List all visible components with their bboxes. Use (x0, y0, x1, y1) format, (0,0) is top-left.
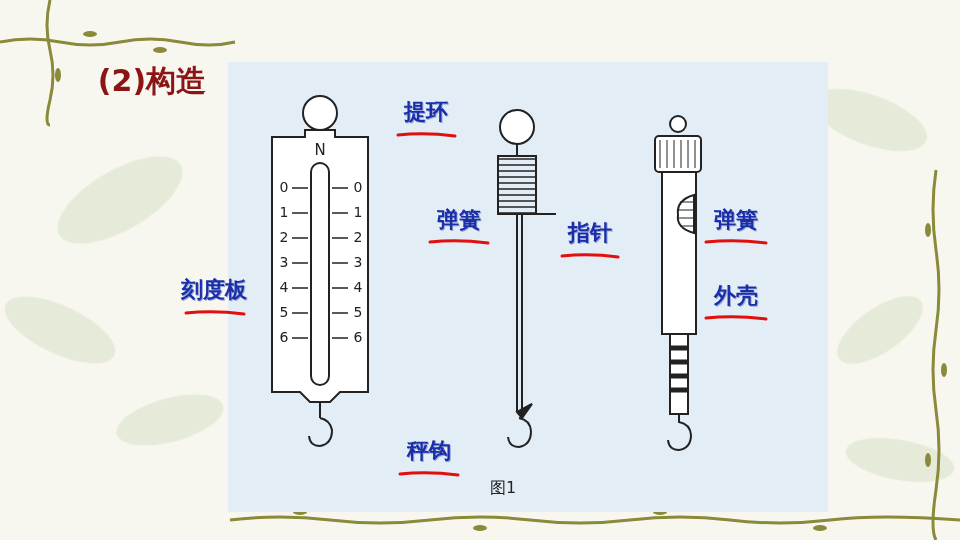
slide-title: (2)构造 (98, 64, 206, 97)
scale-number: 3 (280, 255, 289, 270)
scale-number: 0 (280, 180, 289, 195)
part-label: 弹簧 (437, 208, 481, 232)
part-label: 弹簧 (714, 208, 758, 232)
scale-number: 1 (280, 205, 289, 220)
scale-number: 2 (280, 230, 289, 245)
scale-number: 0 (354, 180, 363, 195)
scale-number: 4 (280, 280, 289, 295)
scale-number: 5 (354, 305, 363, 320)
figure-number: 图1 (490, 479, 516, 497)
spring-scale-1 (272, 96, 368, 446)
scale-number: 1 (354, 205, 363, 220)
scale-number: 6 (354, 330, 363, 345)
scale-number: 4 (354, 280, 363, 295)
part-label: 秤钩 (407, 439, 451, 463)
spring-scale-2 (498, 110, 556, 447)
part-label: 提环 (404, 100, 448, 124)
scale-number: 5 (280, 305, 289, 320)
vine-leaves (55, 31, 947, 531)
part-label: 外壳 (714, 284, 758, 308)
part-label: 指针 (568, 221, 612, 245)
scale-ticks (292, 188, 348, 338)
scale-number: 3 (354, 255, 363, 270)
spring-scale-3 (655, 116, 701, 450)
part-label: 刻度板 (181, 278, 247, 302)
unit-mark: N (314, 142, 325, 159)
red-underlines (186, 134, 766, 475)
scale-number: 2 (354, 230, 363, 245)
scale-number: 6 (280, 330, 289, 345)
figure-panel (228, 62, 828, 512)
